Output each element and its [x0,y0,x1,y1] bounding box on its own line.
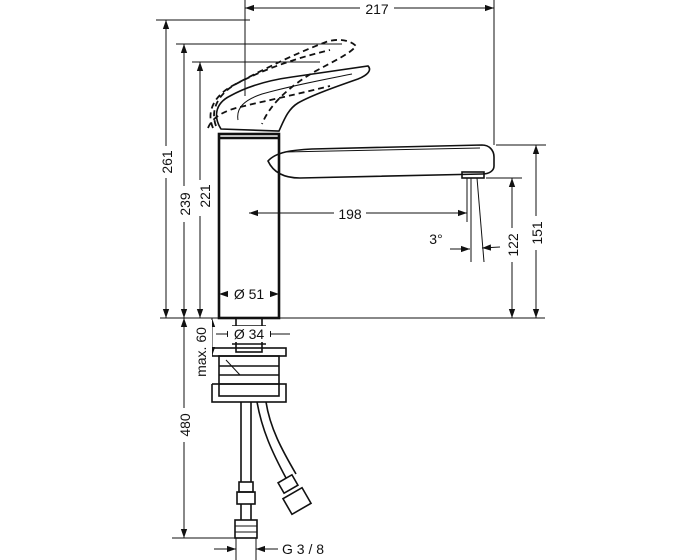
dimension-spout-height: 151 [496,144,546,318]
dimension-heights-left: 261 239 221 [156,19,342,318]
dimension-body-diameter: Ø 51 [219,286,279,302]
lever-handle [215,65,371,132]
dimension-hose-length: 480 [172,318,236,539]
dimension-spout-reach: 198 [249,178,468,222]
dimension-connection-thread: G 3 / 8 [214,538,324,560]
dim-mount-diameter-label: Ø 34 [234,326,265,342]
dim-spout-height-label: 151 [529,221,545,245]
dim-spout-angle-label: 3° [429,231,442,247]
dim-outlet-height-label: 122 [505,233,521,257]
dimension-spout-angle: 3° [429,177,501,263]
dimension-outlet-height: 122 [486,177,522,318]
dimension-overall-width: 217 [244,0,495,145]
supply-hoses [234,401,313,539]
dim-height-total-label: 261 [159,150,175,174]
dimension-mount-diameter: Ø 34 [216,326,290,342]
dim-height-body-label: 221 [197,184,213,208]
dimension-deck-thickness: max. 60 [192,318,222,384]
dim-connection-thread-label: G 3 / 8 [282,541,324,557]
dim-spout-reach-label: 198 [338,206,362,222]
dim-body-diameter-label: Ø 51 [234,286,265,302]
dim-hose-length-label: 480 [177,413,193,437]
dim-deck-thickness-label: max. 60 [193,327,209,377]
spout [267,144,495,179]
lever-alternate-positions [207,39,358,129]
dim-overall-width-label: 217 [365,1,389,17]
dim-height-lever-label: 239 [177,192,193,216]
